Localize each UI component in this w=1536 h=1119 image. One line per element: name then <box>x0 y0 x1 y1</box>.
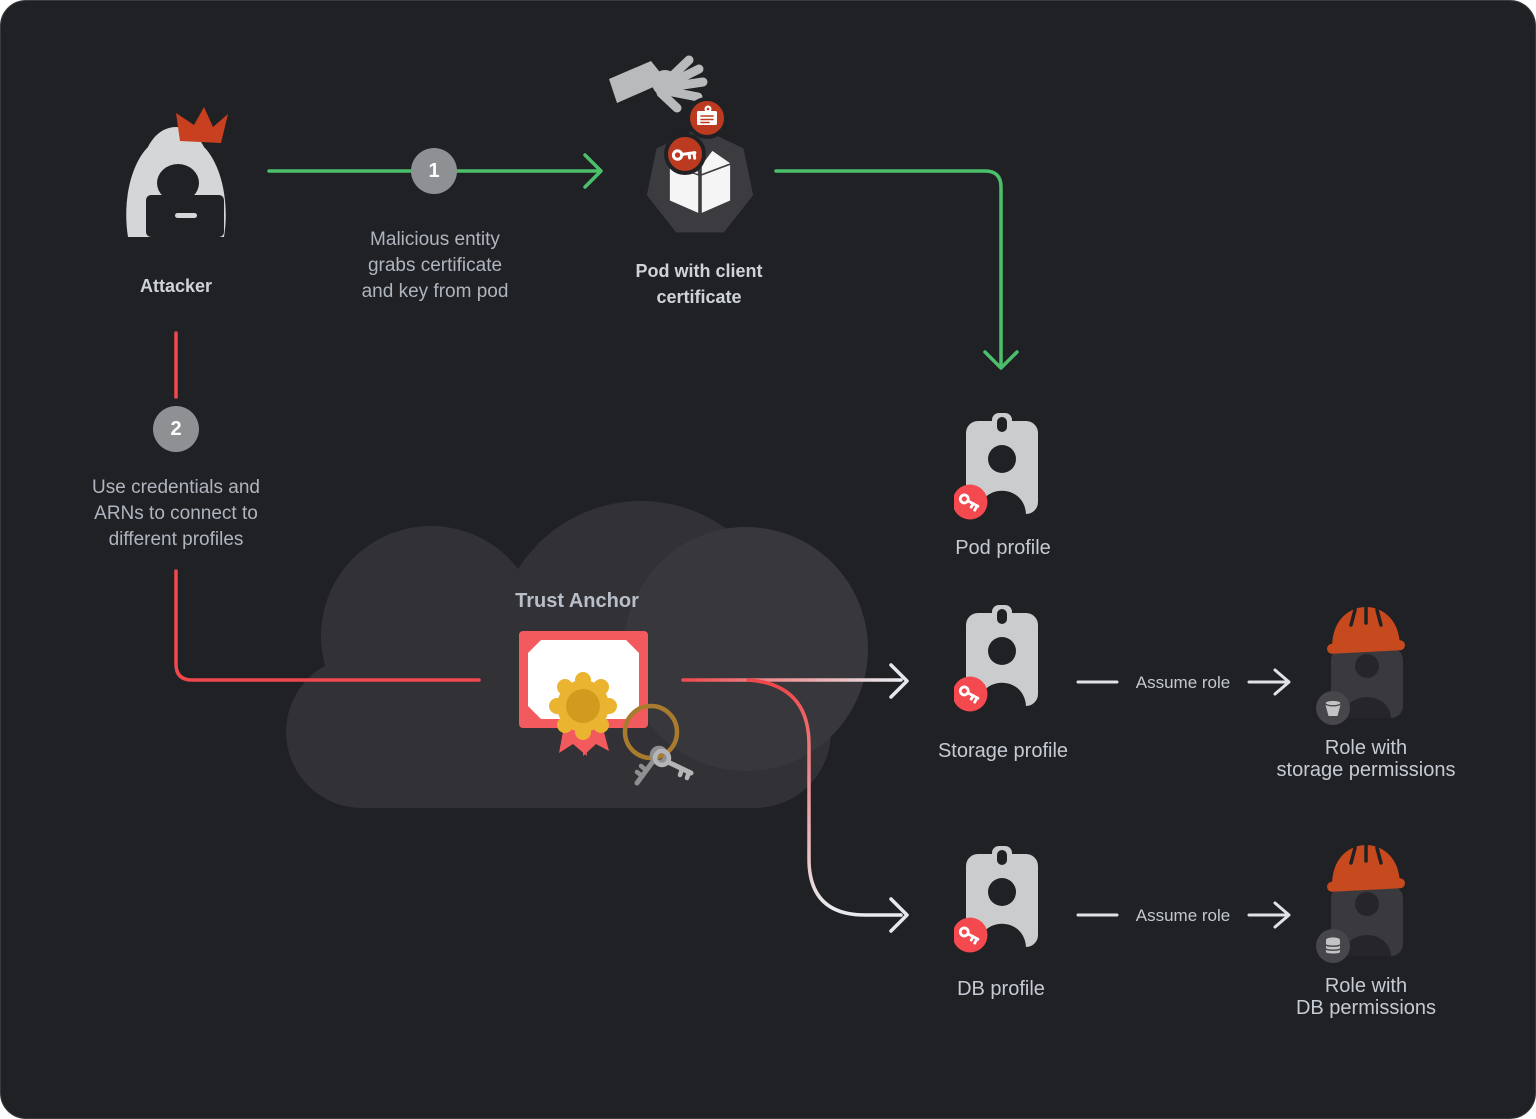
db-assume-role-label: Assume role <box>1135 906 1231 925</box>
pod-profile-icon <box>954 413 1038 520</box>
hard-hat-icon <box>1327 605 1405 654</box>
step-2-badge: 2 <box>153 406 199 452</box>
role-storage-label: Role with storage permissions <box>1276 737 1456 781</box>
db-profile-icon <box>954 846 1038 953</box>
db-profile-label: DB profile <box>957 978 1045 1000</box>
pod-profile-label: Pod profile <box>955 537 1051 559</box>
key-badge-icon <box>664 133 706 175</box>
bucket-icon <box>1316 691 1350 725</box>
database-icon <box>1316 929 1350 963</box>
role-storage-icon <box>1316 605 1405 725</box>
grabbing-hand-icon <box>609 55 708 113</box>
certificate-badge-icon <box>686 97 728 139</box>
arrow-trust-anchor-to-db-profile <box>746 678 909 933</box>
hard-hat-icon <box>1327 843 1405 892</box>
step-1-badge: 1 <box>411 148 457 194</box>
attacker-icon <box>126 107 228 237</box>
storage-assume-role-label: Assume role <box>1135 673 1231 692</box>
arrow-db-assume-role <box>1076 901 1291 929</box>
line-attacker-to-trust-anchor <box>174 331 481 682</box>
trust-anchor-label: Trust Anchor <box>515 590 639 612</box>
certificate-icon <box>519 631 694 786</box>
pod-label: Pod with client certificate <box>635 261 763 307</box>
storage-profile-label: Storage profile <box>937 740 1069 762</box>
attacker-label: Attacker <box>139 276 213 296</box>
role-db-icon <box>1316 843 1405 963</box>
keyring-icon <box>622 703 694 786</box>
rosette-seal-icon <box>549 672 617 756</box>
crown-icon <box>176 107 228 143</box>
storage-profile-icon <box>954 605 1038 712</box>
key-badge-icon <box>954 676 988 712</box>
arrow-storage-assume-role <box>1076 668 1291 696</box>
key-badge-icon <box>954 484 988 520</box>
arrow-trust-anchor-to-storage-profile <box>681 663 909 699</box>
role-db-label: Role with DB permissions <box>1295 975 1437 1019</box>
pod-icon <box>646 127 754 233</box>
step-2-text: Use credentials and ARNs to connect to d… <box>92 477 260 550</box>
step-1-text: Malicious entity grabs certificate and k… <box>361 229 509 302</box>
open-box-icon <box>669 150 731 213</box>
key-badge-icon <box>954 917 988 953</box>
arrow-pod-to-pod-profile <box>774 169 1019 370</box>
